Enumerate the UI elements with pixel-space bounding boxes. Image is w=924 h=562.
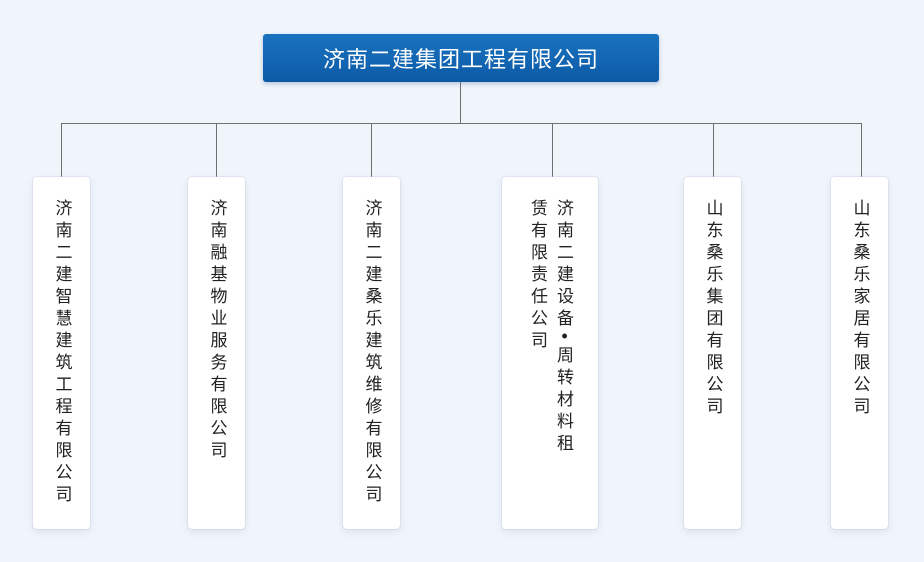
subsidiary-card-5: 山东桑乐集团有限公司 <box>684 177 741 529</box>
subsidiary-card-3: 济南二建桑乐建筑维修有限公司 <box>343 177 400 529</box>
subsidiary-name-4: 济南二建设备•周转材料租赁有限责任公司 <box>527 199 573 457</box>
subsidiary-name-1: 济南二建智慧建筑工程有限公司 <box>51 199 72 507</box>
subsidiary-card-1: 济南二建智慧建筑工程有限公司 <box>33 177 90 529</box>
horizontal-connector <box>61 123 862 124</box>
root-company-title: 济南二建集团工程有限公司 <box>322 48 599 73</box>
subsidiary-card-2: 济南融基物业服务有限公司 <box>188 177 245 529</box>
subsidiary-name-3: 济南二建桑乐建筑维修有限公司 <box>361 199 382 507</box>
subsidiary-name-2: 济南融基物业服务有限公司 <box>206 199 227 463</box>
branch-connector-3 <box>371 123 372 177</box>
subsidiary-card-4: 济南二建设备•周转材料租赁有限责任公司 <box>502 177 598 529</box>
branch-connector-4 <box>552 123 553 177</box>
branch-connector-5 <box>713 123 714 177</box>
branch-connector-1 <box>61 123 62 177</box>
branch-connector-2 <box>216 123 217 177</box>
root-connector <box>460 82 461 123</box>
branch-connector-6 <box>861 123 862 177</box>
subsidiary-name-5: 山东桑乐集团有限公司 <box>702 199 723 419</box>
root-company-box: 济南二建集团工程有限公司 <box>263 34 659 82</box>
subsidiary-card-6: 山东桑乐家居有限公司 <box>831 177 888 529</box>
subsidiary-name-6: 山东桑乐家居有限公司 <box>849 199 870 419</box>
